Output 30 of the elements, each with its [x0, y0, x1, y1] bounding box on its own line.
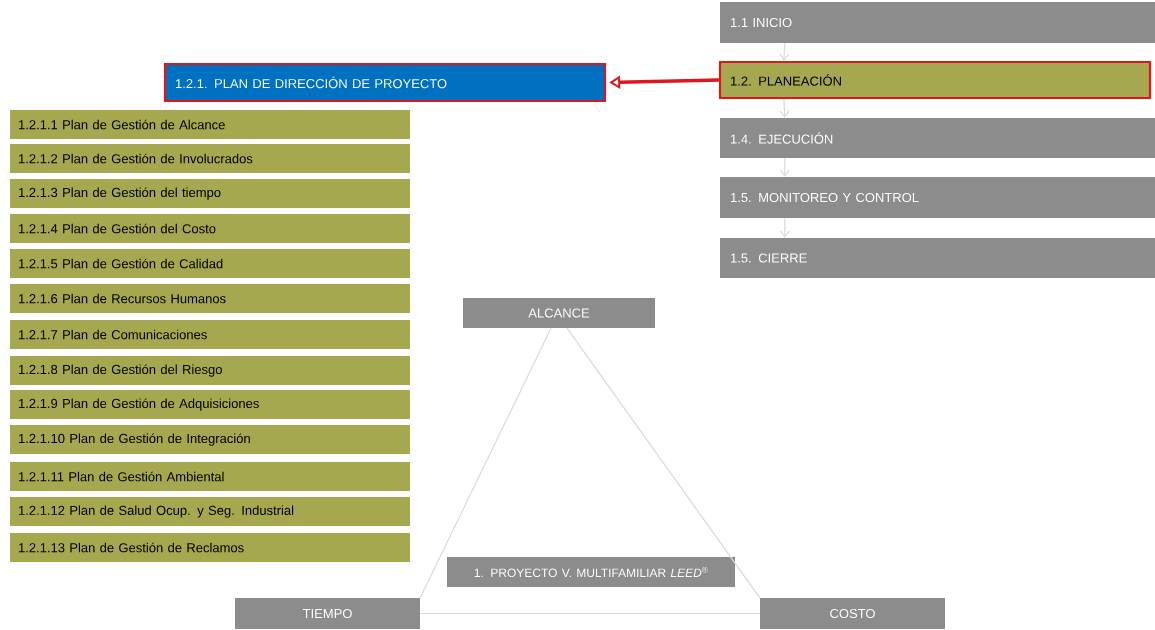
- plan-box: 1.2.1.2 Plan de Gestión de Involucrados: [10, 144, 410, 173]
- plan-box: 1.2.1.1 Plan de Gestión de Alcance: [10, 110, 410, 139]
- plan-header-box: 1.2.1. PLAN DE DIRECCIÓN DE PROYECTO: [163, 62, 607, 103]
- phase-box: 1.5. CIERRE: [720, 238, 1155, 278]
- plan-box: 1.2.1.12 Plan de Salud Ocup. y Seg. Industrial: [10, 497, 410, 526]
- phase-box: 1.5. MONITOREO Y CONTROL: [720, 177, 1155, 218]
- plan-box: 1.2.1.8 Plan de Gestión del Riesgo: [10, 356, 410, 385]
- arrow: [779, 217, 790, 238]
- plan-box: 1.2.1.5 Plan de Gestión de Calidad: [10, 249, 410, 278]
- plan-box: 1.2.1.13 Plan de Gestión de Reclamos: [10, 533, 410, 562]
- vertex-box: COSTO: [760, 598, 945, 629]
- phase-box: 1.1 INICIO: [720, 2, 1155, 43]
- connector-line: [566, 327, 761, 599]
- vertex-box: TIEMPO: [235, 598, 420, 629]
- plan-box: 1.2.1.10 Plan de Gestión de Integración: [10, 425, 410, 454]
- arrow: [779, 157, 790, 177]
- connector-line: [419, 612, 761, 615]
- plan-box: 1.2.1.9 Plan de Gestión de Adquisiciones: [10, 390, 410, 419]
- phase-box: 1.4. EJECUCIÓN: [720, 118, 1155, 158]
- plan-box: 1.2.1.3 Plan de Gestión del tiempo: [10, 179, 410, 208]
- vertex-box: ALCANCE: [463, 298, 655, 328]
- phase-box: 1.2. PLANEACIÓN: [718, 60, 1152, 100]
- plan-box: 1.2.1.4 Plan de Gestión del Costo: [10, 214, 410, 243]
- vertex-box: 1. PROYECTO V. MULTIFAMILIAR LEED$^{®}$: [447, 557, 735, 587]
- plan-box: 1.2.1.7 Plan de Comunicaciones: [10, 320, 410, 349]
- connector-line: [419, 327, 552, 599]
- plan-box: 1.2.1.11 Plan de Gestión Ambiental: [10, 462, 410, 491]
- plan-box: 1.2.1.6 Plan de Recursos Humanos: [10, 284, 410, 313]
- arrow: [779, 98, 790, 118]
- arrow: [779, 42, 790, 61]
